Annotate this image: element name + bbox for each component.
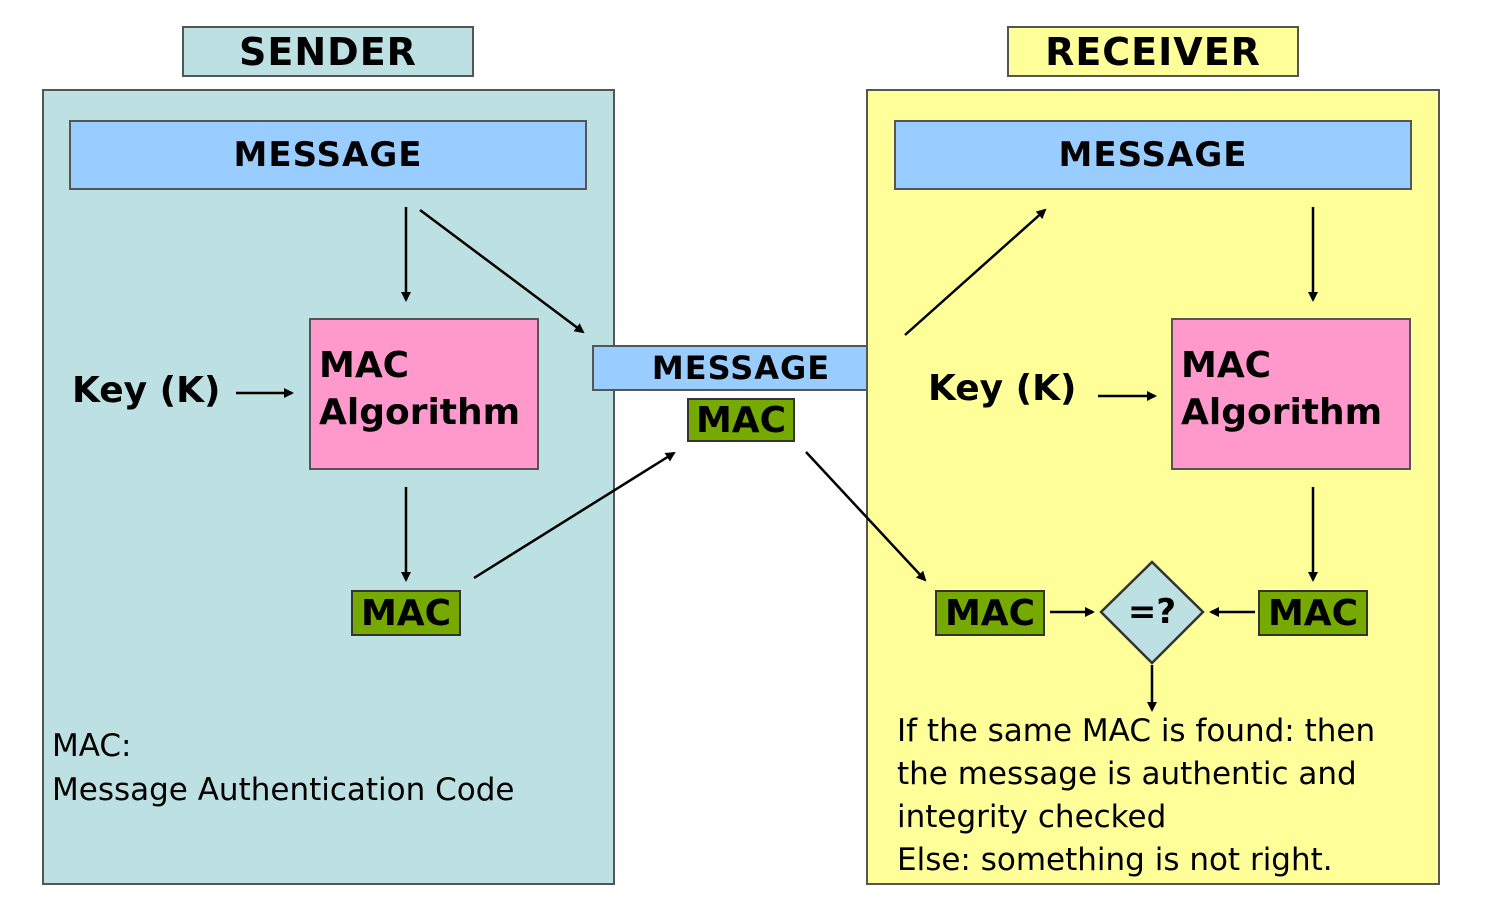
receiver-computed-mac-box: MAC: [1258, 590, 1368, 636]
receiver-message-box: MESSAGE: [894, 120, 1412, 190]
receiver-panel: [866, 89, 1440, 885]
arrow-transit-to-receiver-message: [904, 208, 1047, 336]
sender-algorithm-line1: MAC: [319, 345, 410, 386]
sender-mac-text: MAC: [360, 592, 452, 634]
compare-diamond: [1099, 560, 1205, 665]
receiver-mac-algorithm-box: MAC Algorithm: [1171, 318, 1411, 470]
receiver-message-text: MESSAGE: [1058, 135, 1248, 175]
receiver-result-note: If the same MAC is found: then the messa…: [897, 710, 1375, 882]
receiver-title-text: RECEIVER: [1045, 29, 1261, 74]
sender-mac-box: MAC: [351, 590, 461, 636]
transit-message-box: MESSAGE: [592, 345, 890, 391]
arrow-mac-to-transit: [473, 451, 676, 580]
receiver-result-line2: the message is authentic and: [897, 756, 1357, 792]
receiver-result-line4: Else: something is not right.: [897, 842, 1333, 878]
sender-title: SENDER: [182, 26, 474, 77]
arrow-transit-mac-to-received-mac: [805, 451, 927, 582]
receiver-result-line3: integrity checked: [897, 799, 1167, 835]
receiver-received-mac-box: MAC: [935, 590, 1045, 636]
arrow-message-to-transit: [419, 208, 585, 334]
sender-title-text: SENDER: [239, 29, 417, 74]
sender-message-text: MESSAGE: [233, 135, 423, 175]
sender-message-box: MESSAGE: [69, 120, 587, 190]
receiver-algorithm-line2: Algorithm: [1181, 392, 1383, 433]
sender-note: MAC: Message Authentication Code: [52, 724, 515, 812]
receiver-received-mac-text: MAC: [944, 592, 1036, 634]
receiver-key-label: Key (K): [928, 368, 1077, 409]
sender-note-line2: Message Authentication Code: [52, 772, 515, 808]
receiver-computed-mac-text: MAC: [1267, 592, 1359, 634]
transit-mac-text: MAC: [695, 399, 787, 441]
sender-algorithm-line2: Algorithm: [319, 392, 521, 433]
transit-mac-box: MAC: [687, 398, 795, 442]
sender-note-line1: MAC:: [52, 728, 132, 764]
receiver-result-line1: If the same MAC is found: then: [897, 713, 1376, 749]
receiver-title: RECEIVER: [1007, 26, 1299, 77]
transit-message-text: MESSAGE: [651, 349, 831, 387]
compare-symbol: =?: [1127, 592, 1177, 632]
sender-key-label: Key (K): [72, 370, 221, 411]
sender-mac-algorithm-box: MAC Algorithm: [309, 318, 539, 470]
sender-panel: [42, 89, 615, 885]
receiver-algorithm-line1: MAC: [1181, 345, 1272, 386]
